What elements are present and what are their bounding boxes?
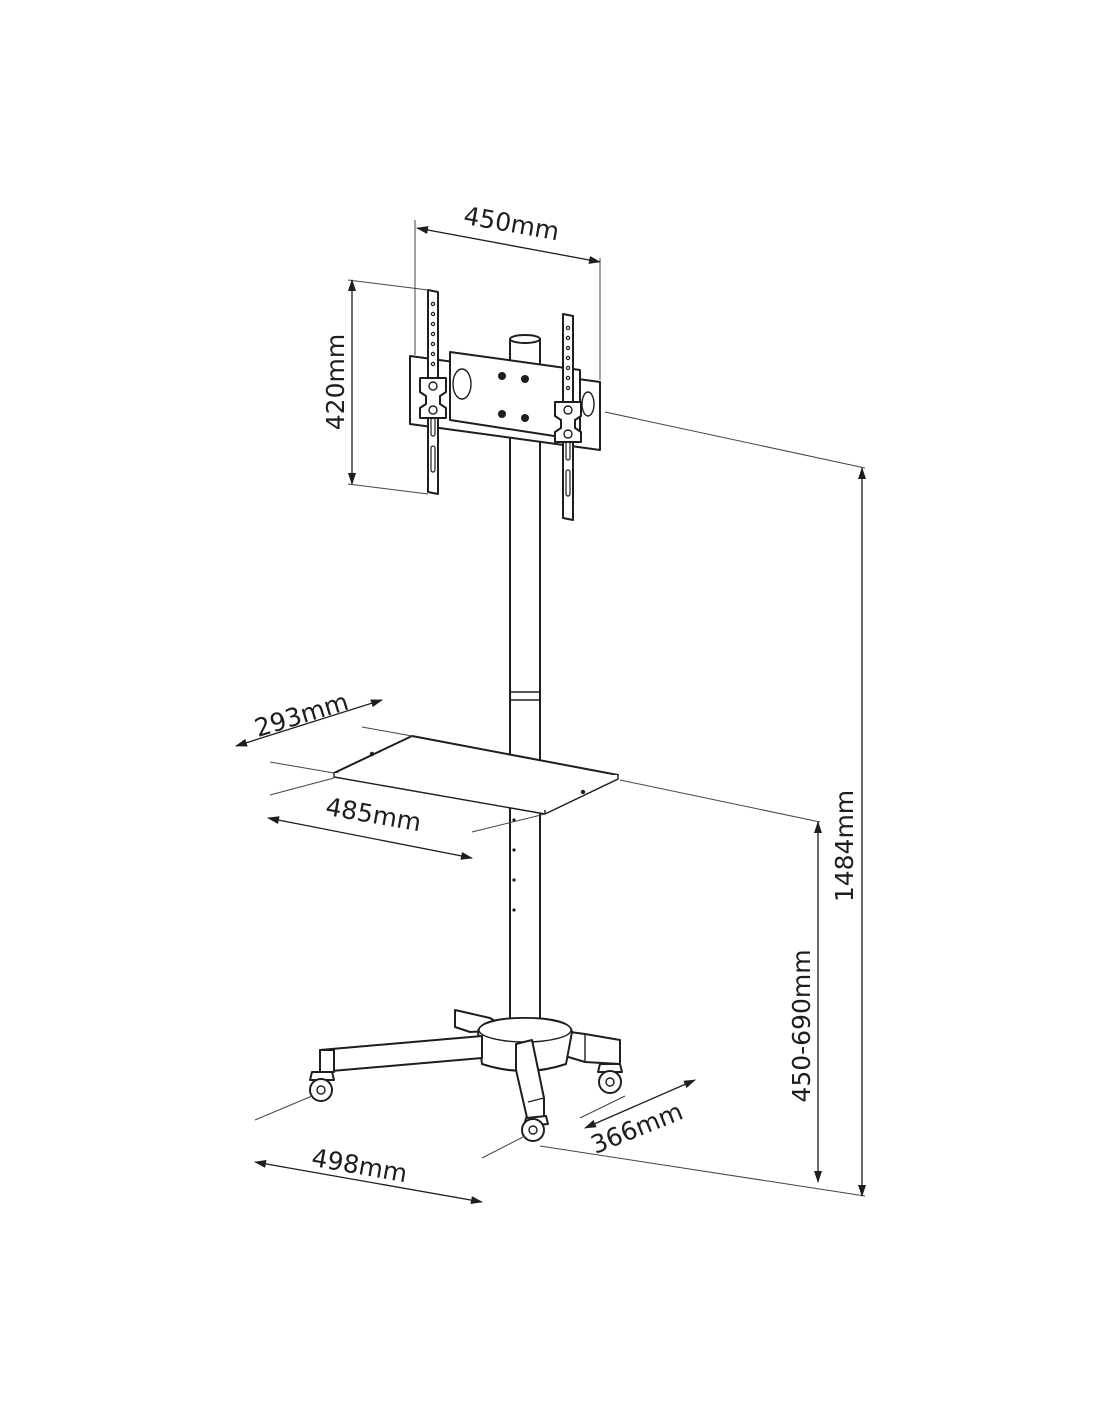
dim-line-485mm <box>267 816 473 860</box>
pole-height-hole <box>512 848 516 852</box>
dim-line-498mm <box>254 1159 483 1205</box>
pole-height-hole <box>512 908 516 912</box>
glass-shelf <box>333 735 619 815</box>
pole-height-hole <box>512 818 516 822</box>
dim-label-450-690mm: 450-690mm <box>787 949 816 1102</box>
pole-height-hole <box>512 878 516 882</box>
tv-stand <box>309 289 623 1142</box>
bracket-arm-left <box>419 289 447 495</box>
caster-left <box>309 1071 335 1102</box>
dimension-lines <box>235 226 866 1205</box>
caster-front <box>521 1115 549 1142</box>
dim-label-1484mm: 1484mm <box>830 790 859 902</box>
dim-label-485mm: 485mm <box>323 792 423 837</box>
bracket-arm-right <box>554 313 582 521</box>
extension-lines <box>254 220 866 1197</box>
dim-line-450mm <box>416 226 601 264</box>
caster-right <box>597 1063 623 1094</box>
dim-label-498mm: 498mm <box>309 1143 409 1188</box>
dim-label-420mm: 420mm <box>321 334 350 430</box>
dim-line-366mm <box>584 1079 696 1129</box>
dim-label-293mm: 293mm <box>251 687 352 743</box>
bracket-plate <box>409 351 601 451</box>
dim-line-293mm <box>235 699 383 747</box>
base-front-left-leg <box>319 1035 483 1073</box>
